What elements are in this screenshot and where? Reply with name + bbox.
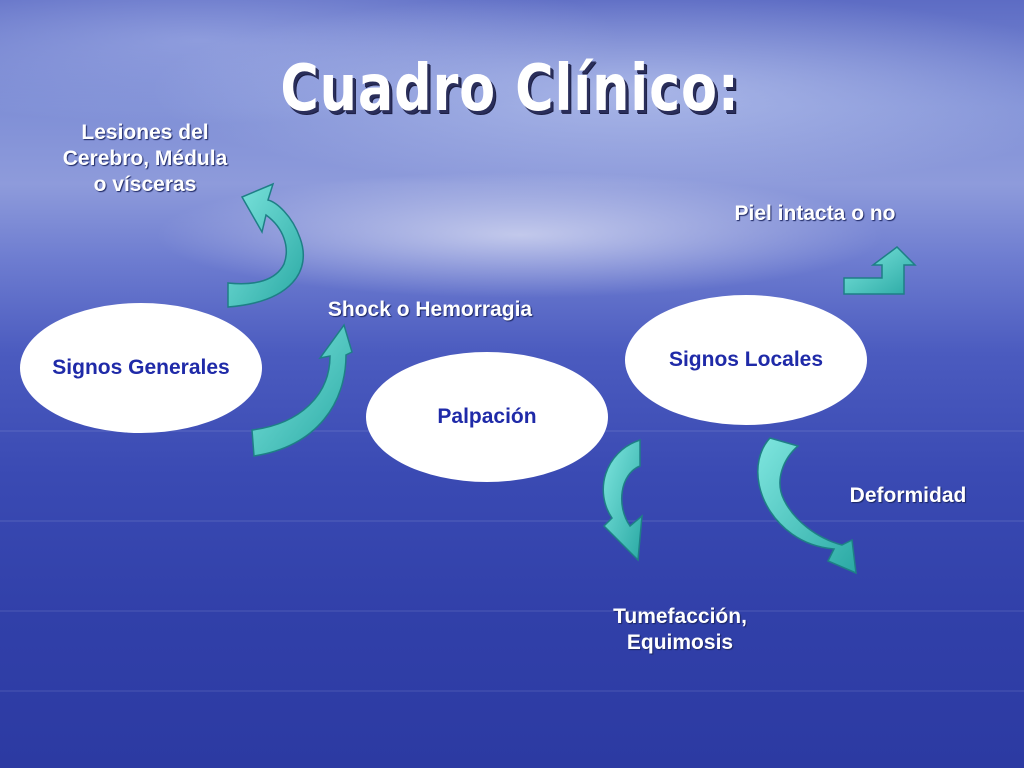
label-shock: Shock o Hemorragia [327,298,533,321]
curved-arrow-icon [602,438,643,562]
curved-arrow-icon [227,182,305,308]
label-piel: Piel intacta o no [734,202,896,225]
node-signos-locales: Signos Locales [625,295,867,425]
water-ripple [0,520,1024,522]
label-deformidad: Deformidad [849,484,967,507]
slide-title: Cuadro Clínico: [280,52,740,126]
curved-arrow-icon [757,437,857,575]
label-lesiones: Lesiones del Cerebro, Médula o vísceras [30,120,260,198]
label-line: Equimosis [626,631,734,654]
node-palpacion: Palpación [366,352,608,482]
label-line: Lesiones del [81,121,209,144]
water-ripple [0,690,1024,692]
label-tumefaccion: Tumefacción, Equimosis [570,604,790,656]
label-line: Cerebro, Médula [62,147,228,170]
curved-arrow-icon [251,323,353,457]
node-signos-generales: Signos Generales [20,303,262,433]
bent-arrow-icon [843,246,917,295]
water-ripple [0,610,1024,612]
label-line: o vísceras [93,173,197,196]
label-line: Tumefacción, [613,605,747,628]
